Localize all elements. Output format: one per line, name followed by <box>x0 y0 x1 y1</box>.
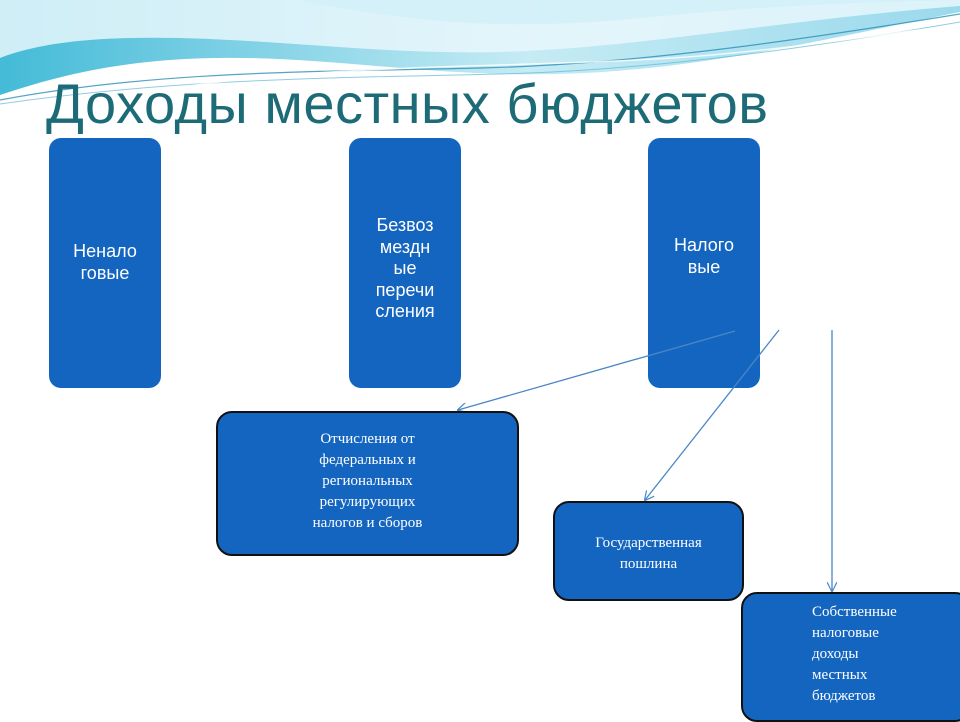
box-text-line: Ненало <box>73 241 137 262</box>
box-text-line: пошлина <box>619 556 678 572</box>
box-text-line: сления <box>375 301 435 322</box>
box-text-line: регулирующих <box>319 494 416 510</box>
box-text-line: региональных <box>322 473 413 489</box>
box-text-line: перечи <box>375 279 435 300</box>
box-text-line: Собственные <box>812 604 897 620</box>
box-text-line: Налого <box>674 235 734 256</box>
box-text-line: ые <box>393 258 417 279</box>
box-text-line: Безвоз <box>376 215 434 236</box>
tax-revenue-box: Налого вые <box>648 138 760 388</box>
non-tax-revenue-box: Ненало говые <box>49 138 161 388</box>
box-text-line: говые <box>80 263 130 283</box>
box-text-line: налогов и сборов <box>312 515 423 531</box>
state-duty-box: Государственная пошлина <box>553 501 744 601</box>
regulating-tax-shares-box: Отчисления от федеральных и региональных… <box>216 411 519 556</box>
box-text-line: вые <box>687 257 721 277</box>
box-text-line: мездн <box>379 236 431 257</box>
box-text-line: Государственная <box>595 535 702 551</box>
box-text-line: местных <box>812 667 868 683</box>
box-text-line: бюджетов <box>812 688 876 704</box>
box-text-line: Отчисления от <box>320 431 415 447</box>
slide-title: Доходы местных бюджетов <box>46 72 769 135</box>
gratuitous-transfers-box: Безвоз мездн ые перечи сления <box>349 138 461 388</box>
box-text-line: налоговые <box>812 625 879 641</box>
box-text-line: доходы <box>812 646 859 662</box>
own-tax-revenue-box: Собственные налоговые доходы местных бюд… <box>741 592 960 722</box>
box-text-line: федеральных и <box>319 452 416 468</box>
